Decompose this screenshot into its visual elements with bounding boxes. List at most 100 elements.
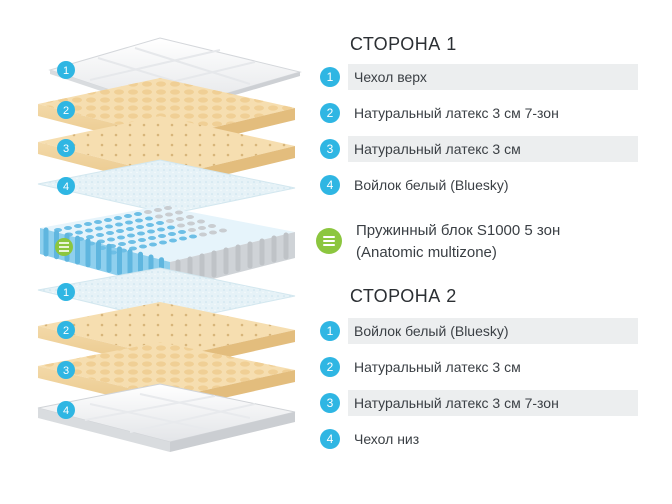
- spring-coil-top: [74, 224, 82, 228]
- number-badge-label: 2: [63, 105, 69, 117]
- spring-coil-top: [64, 226, 72, 230]
- spring-coil-top: [208, 224, 216, 228]
- legend-label: Натуральный латекс 3 см: [354, 141, 521, 157]
- spring-coil-top: [197, 219, 205, 224]
- legend-row-side2-1: 1 Войлок белый (Bluesky): [320, 318, 638, 344]
- number-badge: 2: [320, 103, 340, 123]
- spring-coil-top: [144, 210, 152, 214]
- spring-coil-top: [107, 237, 115, 242]
- spring-coil-top: [156, 221, 164, 225]
- spring-coil-top: [145, 216, 153, 221]
- spring-coil-top: [126, 227, 134, 231]
- legend-label: Чехол низ: [354, 431, 420, 447]
- number-badge-label: 3: [63, 143, 69, 155]
- spring-coil-top: [136, 225, 144, 229]
- layer-cover-bottom: [37, 383, 296, 452]
- spring-coil-top: [177, 223, 185, 228]
- spring-coil-top: [105, 224, 113, 229]
- spring-coil-top: [154, 208, 162, 212]
- spring-coil-top: [96, 233, 104, 237]
- legend-row-bar: [348, 354, 638, 380]
- number-badge: [57, 361, 75, 379]
- spring-coil-top: [147, 229, 155, 234]
- legend-label: Натуральный латекс 3 см 7-зон: [354, 395, 559, 411]
- spring-coil-top: [75, 230, 83, 235]
- layer-felt-top: [37, 159, 296, 215]
- spring-coil-top: [114, 216, 122, 220]
- spring-coil-top: [165, 212, 173, 217]
- legend-row-side1-1: 1 Чехол верх: [320, 64, 638, 90]
- spring-coil-top: [179, 236, 187, 241]
- legend-row-side2-4: 4 Чехол низ: [320, 426, 638, 452]
- number-badge: [57, 283, 75, 301]
- side-1-title: СТОРОНА 1: [350, 34, 457, 54]
- spring-block-label: Пружинный блок S1000 5 зон (Anatomic mul…: [356, 220, 560, 264]
- spring-coil-top: [106, 231, 114, 235]
- number-badge: 3: [320, 393, 340, 413]
- spring-coil-top: [104, 218, 112, 222]
- spring-coil-top: [128, 240, 136, 244]
- legend-row-bar: [348, 318, 638, 344]
- spring-coil-top: [175, 210, 183, 215]
- spring-coil-top: [95, 226, 103, 231]
- spring-coil-top: [84, 222, 92, 226]
- spring-block-label-line2: (Anatomic multizone): [356, 244, 497, 261]
- spring-coil-top: [157, 227, 165, 232]
- legend-label: Чехол верх: [354, 69, 427, 85]
- spring-coil-top: [137, 231, 145, 236]
- legend-row-bar: [348, 426, 638, 452]
- spring-block-label-line1: Пружинный блок S1000 5 зон: [356, 222, 561, 239]
- legend-row-spring-block: Пружинный блок S1000 5 зон (Anatomic mul…: [316, 218, 646, 268]
- spring-coil-top: [198, 226, 206, 230]
- legend-row-bar: [348, 100, 638, 126]
- spring-coil-top: [138, 238, 146, 242]
- number-badge-label: 1: [63, 287, 69, 299]
- legend-label: Войлок белый (Bluesky): [354, 323, 509, 339]
- spring-coil-top: [117, 235, 125, 240]
- number-badge: 2: [320, 357, 340, 377]
- spring-block-icon: [55, 238, 73, 256]
- side-2-title: СТОРОНА 2: [350, 286, 457, 306]
- legend-label: Натуральный латекс 3 см: [354, 359, 521, 375]
- number-badge-label: 3: [63, 365, 69, 377]
- spring-coil-top: [169, 238, 177, 243]
- number-badge: [57, 177, 75, 195]
- spring-coil-top: [178, 230, 186, 234]
- number-badge: [57, 401, 75, 419]
- spring-coil-top: [155, 214, 163, 219]
- spring-coil-top: [146, 223, 154, 227]
- legend-row-bar: [348, 136, 638, 162]
- spring-coil-top: [166, 219, 174, 223]
- spring-coil-top: [118, 242, 126, 246]
- legend-row-side1-3: 3 Натуральный латекс 3 см: [320, 136, 638, 162]
- number-badge: [57, 61, 75, 79]
- spring-coil-top: [219, 228, 227, 233]
- legend-row-side2-2: 2 Натуральный латекс 3 см: [320, 354, 638, 380]
- spring-coil-top: [86, 235, 94, 239]
- number-badge: 3: [320, 139, 340, 159]
- number-badge: 4: [320, 175, 340, 195]
- legend-label: Натуральный латекс 3 см 7-зон: [354, 105, 559, 121]
- number-badge-label: 1: [63, 65, 69, 77]
- spring-coil-top: [209, 230, 217, 235]
- number-badge: [57, 321, 75, 339]
- spring-coil-top: [135, 218, 143, 223]
- spring-coil-top: [164, 206, 172, 210]
- number-badge: [57, 101, 75, 119]
- number-badge-label: 2: [63, 325, 69, 337]
- spring-coil-top: [127, 233, 135, 238]
- legend-row-bar: [348, 390, 638, 416]
- number-badge-label: 4: [63, 405, 69, 417]
- spring-coil-top: [158, 234, 166, 238]
- spring-coil-top: [199, 232, 207, 237]
- number-badge: [57, 139, 75, 157]
- legend-row-side1-4: 4 Войлок белый (Bluesky): [320, 172, 638, 198]
- spring-coil-top: [149, 242, 157, 247]
- spring-coil-top: [148, 236, 156, 240]
- spring-coil-top: [94, 220, 102, 224]
- legend-row-bar: [348, 172, 638, 198]
- number-badge: 1: [320, 67, 340, 87]
- spring-coil-top: [176, 217, 184, 221]
- legend-row-side2-3: 3 Натуральный латекс 3 см 7-зон: [320, 390, 638, 416]
